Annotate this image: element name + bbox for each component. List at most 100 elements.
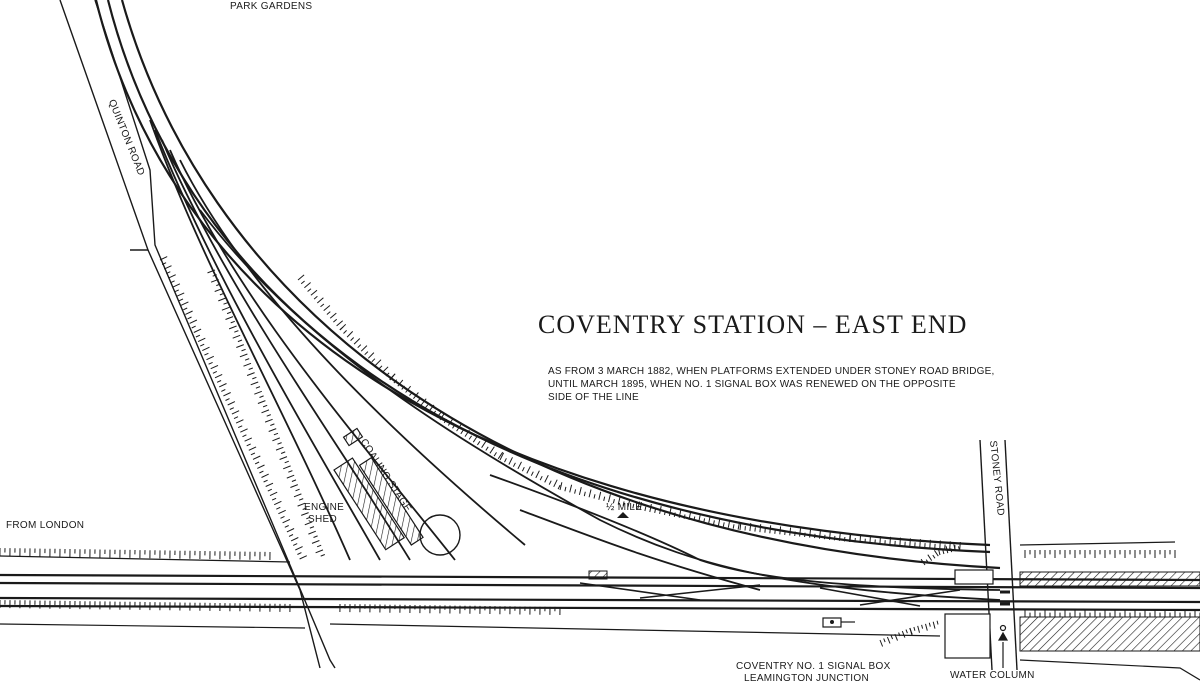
- embankment-tick: [293, 493, 302, 498]
- embankment-tick: [504, 458, 507, 463]
- embankment-tick: [283, 465, 291, 470]
- embankment-tick: [170, 280, 175, 284]
- embankment-tick: [185, 310, 193, 315]
- embankment-tick: [917, 625, 920, 633]
- embankment-tick: [202, 346, 210, 352]
- sidings: [149, 119, 1001, 601]
- embankment-tick: [310, 289, 318, 296]
- embankment-tick: [936, 620, 939, 625]
- embankment-tick: [308, 530, 316, 535]
- embankment-tick: [925, 623, 928, 631]
- crossovers: [579, 582, 961, 607]
- platform-block-south: [944, 613, 991, 659]
- embankment-tick: [193, 328, 202, 333]
- embankment-tick: [288, 534, 294, 537]
- embankment-tick: [183, 307, 188, 311]
- embankment-tick: [298, 498, 304, 501]
- embankment-tick: [489, 446, 495, 454]
- embankment-tick: [297, 502, 306, 507]
- embankment-tick: [375, 359, 382, 366]
- embankment-tick: [248, 446, 257, 451]
- embankment-tick: [212, 370, 218, 374]
- embankment-tick: [603, 496, 606, 502]
- embankment-tick: [476, 441, 481, 446]
- embankment-tick: [163, 265, 172, 270]
- embankment-tick: [216, 380, 222, 383]
- embankment-tick: [517, 461, 522, 470]
- embankment-tick: [309, 526, 315, 529]
- embankment-tick: [248, 367, 253, 370]
- embankment-tick: [292, 543, 298, 546]
- embankment-tick: [232, 334, 241, 339]
- embankment-tick: [360, 345, 368, 352]
- embankment-tick: [481, 440, 487, 448]
- coaling-stage-building: [342, 427, 364, 447]
- embankment-tick: [927, 554, 933, 561]
- embankment-tick: [299, 555, 308, 560]
- embankment-tick: [320, 303, 325, 308]
- engine-shed: [333, 456, 424, 551]
- embankment-tick: [268, 428, 277, 432]
- embankment-tick: [909, 627, 913, 635]
- embankment-tick: [250, 381, 259, 386]
- embankment-tick: [229, 407, 235, 410]
- embankment-tick: [243, 362, 252, 367]
- embankment-tick: [933, 550, 939, 557]
- embankment-tick: [263, 479, 268, 483]
- embankment-tick: [255, 386, 261, 389]
- subtitle-line-1: AS FROM 3 MARCH 1882, WHEN PLATFORMS EXT…: [548, 366, 995, 377]
- embankment-tick: [544, 474, 549, 483]
- embankment-tick: [578, 486, 582, 496]
- embankment-tick: [499, 452, 505, 461]
- embankment-tick: [237, 425, 243, 429]
- embankment-tick: [397, 379, 404, 387]
- embankment-tick: [297, 552, 302, 555]
- embankment-tick: [288, 470, 293, 473]
- embankment-tick: [333, 318, 338, 323]
- embankment-tick: [204, 352, 209, 356]
- embankment-tick: [343, 330, 347, 334]
- embankment-tick: [236, 344, 244, 348]
- embankment-tick: [284, 525, 289, 528]
- embankment-tick: [257, 400, 266, 404]
- embankment-tick: [214, 373, 223, 379]
- label-park-gardens: PARK GARDENS: [230, 1, 313, 12]
- embankment-tick: [221, 306, 230, 311]
- turntable: [419, 514, 461, 556]
- subtitle-line-2: UNTIL MARCH 1895, WHEN NO. 1 SIGNAL BOX …: [548, 379, 956, 390]
- embankment-tick: [239, 353, 248, 358]
- embankment-tick: [172, 283, 181, 288]
- embankment-tick: [210, 364, 219, 370]
- embankment-tick: [159, 256, 168, 261]
- water-column-marker: [997, 624, 1009, 668]
- embankment-tick: [235, 419, 244, 424]
- label-water-column: WATER COLUMN: [950, 670, 1035, 681]
- embankment-tick: [315, 549, 324, 554]
- embankment-tick: [913, 626, 916, 631]
- embankment-tick: [901, 630, 906, 638]
- embankment-tick: [227, 401, 236, 406]
- embankment-tick: [617, 496, 621, 505]
- embankment-tick: [231, 410, 240, 415]
- embankment-tick: [622, 501, 625, 506]
- embankment-tick: [244, 358, 250, 361]
- embankment-tick: [174, 289, 180, 293]
- embankment-tick: [313, 295, 318, 300]
- embankment-tick: [295, 546, 303, 551]
- embankment-tick: [271, 497, 277, 501]
- embankment-tick: [799, 528, 801, 537]
- embankment-tick: [942, 550, 945, 555]
- embankment-tick: [273, 432, 279, 436]
- embankment-tick: [267, 488, 273, 492]
- embankment-tick: [559, 482, 563, 491]
- embankment-tick: [493, 452, 497, 457]
- curve-tracks: [94, 0, 1001, 570]
- embankment-tick: [280, 451, 286, 454]
- half-mile-marker: [617, 512, 629, 518]
- embankment-tick: [234, 330, 239, 333]
- embankment-tick: [932, 554, 936, 559]
- signal-box: [822, 617, 855, 628]
- embankment-tick: [286, 474, 295, 479]
- embankment-tick: [280, 515, 285, 519]
- embankment-tick: [246, 443, 251, 447]
